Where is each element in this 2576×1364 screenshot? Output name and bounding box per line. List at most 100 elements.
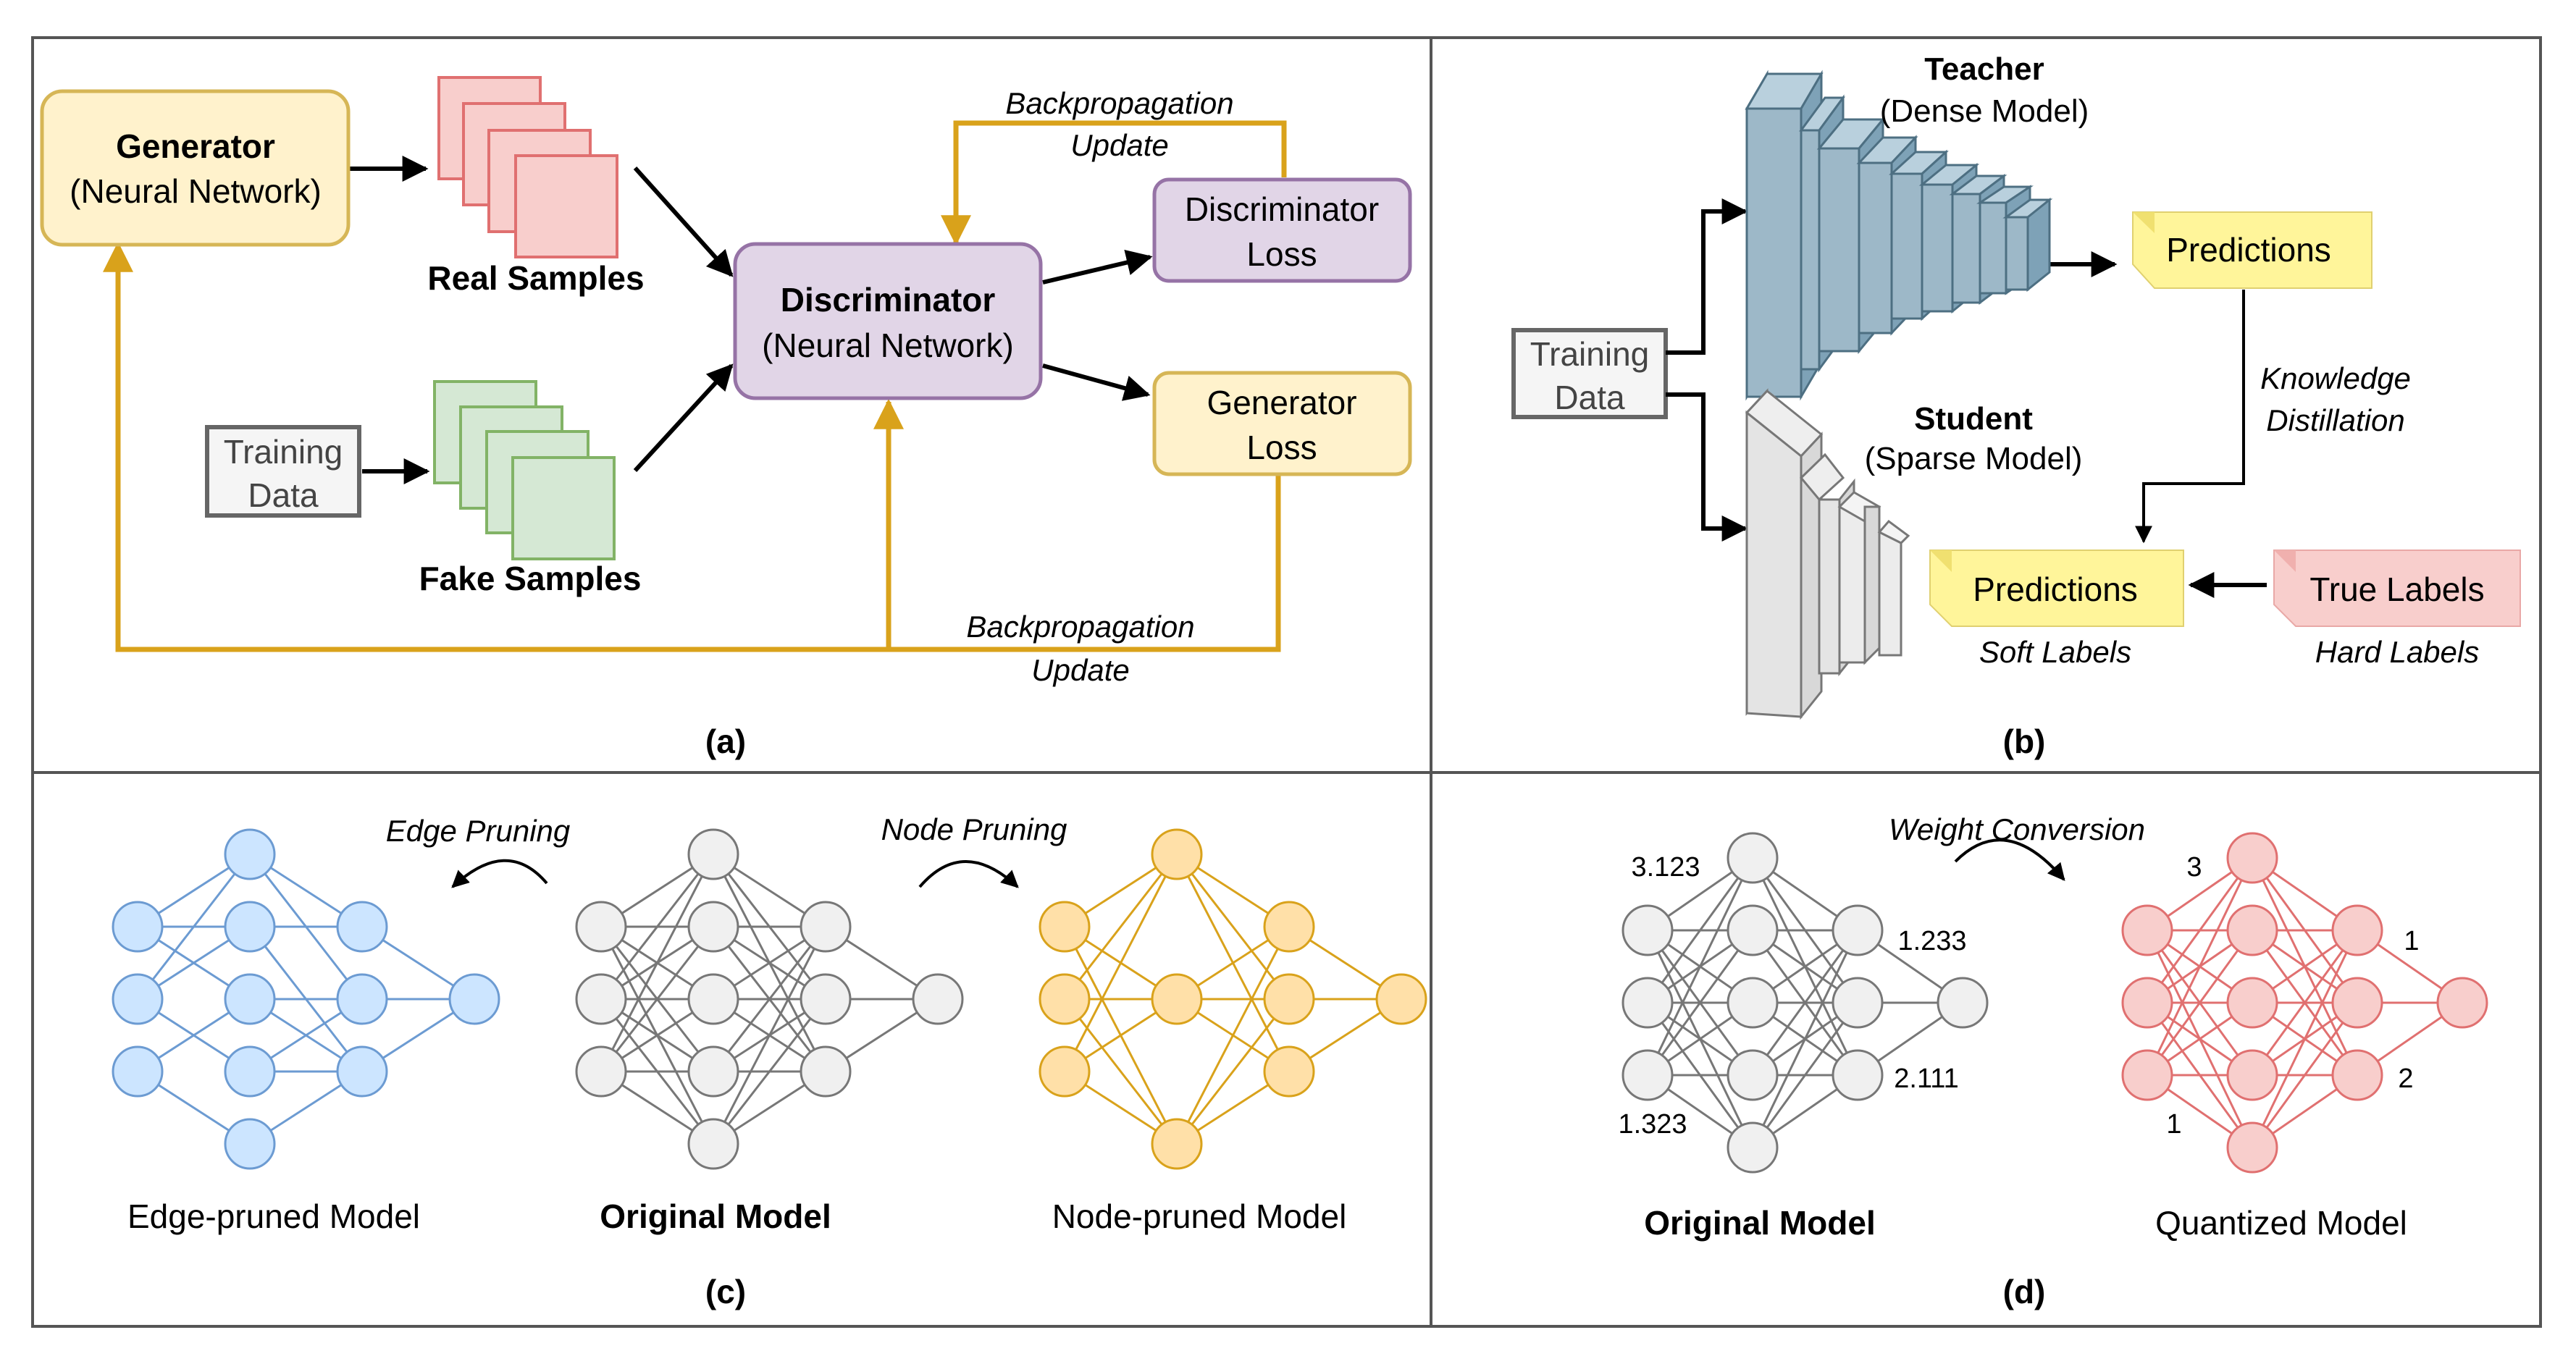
training-data-b-line2: Data (1554, 379, 1625, 416)
network-node (687, 1118, 739, 1170)
network-node (224, 828, 276, 880)
discriminator-title: Discriminator (781, 281, 996, 319)
network-edge (2251, 1002, 2359, 1148)
weight-conversion-label: Weight Conversion (1889, 812, 2145, 846)
fake-samples-label: Fake Samples (419, 560, 642, 597)
network-node (2331, 904, 2383, 956)
training-data-a-line2: Data (248, 476, 319, 514)
network-node (336, 1045, 388, 1098)
network-node (1727, 904, 1779, 956)
teacher-network (1745, 70, 2053, 401)
edge-pruned-model-label: Edge-pruned Model (127, 1197, 420, 1235)
training-data-a-line1: Training (224, 433, 343, 471)
network-node (1832, 1049, 1884, 1101)
discriminator-box: Discriminator (Neural Network) (733, 242, 1043, 400)
original-model-d-label: Original Model (1644, 1204, 1875, 1242)
student-network (1745, 388, 1910, 720)
network-edge (1646, 857, 1754, 1076)
network-node (2226, 1121, 2278, 1174)
fake-to-disc-arrow (633, 363, 734, 473)
nodes (112, 828, 500, 1170)
weight-conversion-curve-arrow (1954, 838, 2065, 881)
backprop-bottom-line2: Update (1031, 653, 1129, 687)
quantized-model-label: Quantized Model (2155, 1204, 2407, 1242)
generator-subtitle: (Neural Network) (70, 172, 322, 210)
network-edge (1175, 854, 1291, 1000)
panel-d: Weight Conversion 3.123 1.233 2.111 1.32… (1618, 812, 2488, 1310)
network-edge (712, 926, 827, 1072)
hard-labels-label: Hard Labels (2315, 635, 2479, 669)
soft-labels-label: Soft Labels (1979, 635, 2131, 669)
nodes (575, 828, 964, 1170)
network-edge (2146, 857, 2254, 1076)
network-node (2226, 1049, 2278, 1101)
backprop-top-line2: Update (1070, 128, 1168, 162)
distillation-arrow (2135, 290, 2245, 544)
network-node (224, 973, 276, 1025)
nodes (1039, 828, 1427, 1170)
discriminator-loss-line1: Discriminator (1185, 190, 1379, 228)
network-node (2331, 977, 2383, 1029)
caption-d: (d) (2003, 1273, 2046, 1310)
network-node (224, 1045, 276, 1098)
real-to-disc-arrow (633, 166, 734, 277)
node-pruned-network (1039, 828, 1427, 1170)
quant-weight-3: 2 (2398, 1064, 2413, 1094)
network-node (1039, 973, 1091, 1025)
quant-weight-2: 1 (2404, 926, 2419, 956)
outer-border (31, 36, 2542, 1328)
training-data-box-b: Training Data (1511, 328, 1668, 419)
network-node (1151, 828, 1203, 880)
network-node (112, 901, 164, 953)
panel-b: Training Data (1511, 51, 2521, 760)
edges (1063, 853, 1402, 1145)
edge-pruning-curve-arrow (451, 859, 548, 888)
network-node (687, 973, 739, 1025)
fake-samples-stack (433, 380, 616, 560)
backprop-bottom-line1: Backpropagation (966, 610, 1194, 644)
quant-weight-4: 1 (2166, 1109, 2181, 1140)
generator-backprop-arrow (103, 241, 1281, 652)
true-labels-label: True Labels (2309, 571, 2484, 608)
nodes (2121, 832, 2488, 1174)
network-node (1263, 973, 1315, 1025)
generator-title: Generator (116, 127, 275, 165)
network-edge (1063, 998, 1178, 1145)
network-edge (1646, 930, 1754, 1076)
network-edge (2146, 930, 2254, 1076)
knowledge-line2: Distillation (2266, 403, 2404, 437)
network-node (2121, 1049, 2173, 1101)
orig-weight-2: 1.233 (1897, 926, 1966, 956)
network-node (1151, 973, 1203, 1025)
discriminator-loss-box: Discriminator Loss (1152, 177, 1412, 283)
network-node (2226, 832, 2278, 884)
teacher-sublabel: (Dense Model) (1880, 93, 2089, 129)
data-to-student-arrow (1666, 392, 1748, 542)
node-pruning-label: Node Pruning (881, 812, 1067, 846)
student-label: Student (1914, 401, 2033, 437)
network-node (575, 1045, 627, 1098)
network-node (1263, 1045, 1315, 1098)
quant-weight-1: 3 (2186, 852, 2202, 883)
network-edge (1751, 930, 1859, 1148)
generator-loss-box: Generator Loss (1152, 371, 1412, 476)
disc-to-gen-loss-arrow (1042, 363, 1151, 401)
network-edge (1063, 854, 1178, 1072)
network-edge (1646, 857, 1754, 1003)
network-edge (712, 998, 827, 1145)
teacher-label: Teacher (1924, 51, 2044, 87)
original-model-c-label: Original Model (600, 1197, 831, 1235)
orig-weight-3: 2.111 (1894, 1064, 1958, 1094)
network-edge (2251, 930, 2359, 1148)
network-node (1621, 977, 1674, 1029)
real-samples-stack (437, 76, 618, 258)
student-sublabel: (Sparse Model) (1865, 441, 2083, 476)
network-edge (600, 854, 715, 1072)
predictions-bottom-note: Predictions (1929, 550, 2184, 627)
nodes (1621, 832, 1989, 1174)
quantized-network (2121, 832, 2488, 1174)
original-network-c (575, 828, 964, 1170)
network-node (687, 901, 739, 953)
network-node (687, 1045, 739, 1098)
